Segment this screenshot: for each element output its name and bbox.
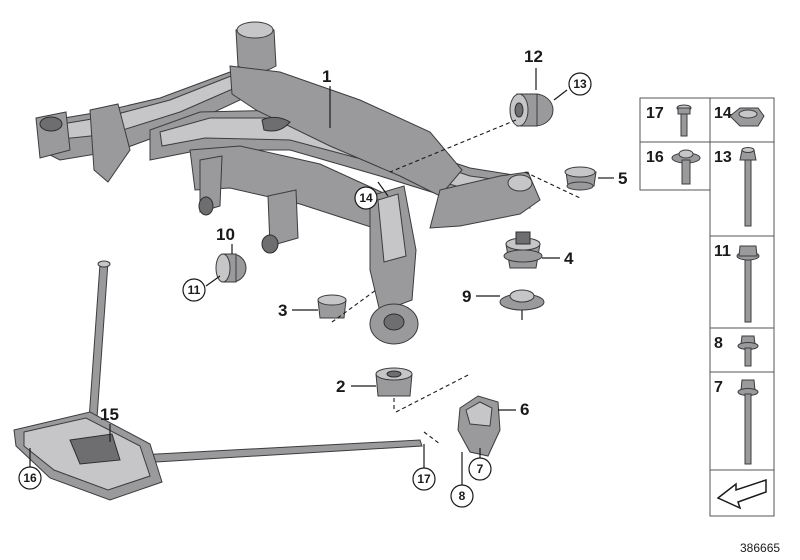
bolt-13-icon (739, 147, 757, 227)
part-9-washer (499, 289, 545, 320)
bolt-7-icon (737, 379, 759, 465)
callout-12: 12 (524, 47, 543, 66)
callout-10: 10 (216, 225, 235, 244)
part-3-bushing (317, 294, 347, 319)
callout-3: 3 (278, 301, 287, 320)
part-15-stay (13, 260, 423, 501)
part-4-mount (503, 231, 543, 269)
bolt-17-icon (676, 104, 692, 137)
callout-14-circled: 14 (359, 191, 373, 205)
part-10-bushing (215, 253, 247, 283)
callout-8-circled: 8 (459, 489, 466, 503)
part-6-bracket (457, 395, 501, 457)
legend-7: 7 (714, 379, 723, 396)
callout-7-circled: 7 (477, 462, 484, 476)
callout-9: 9 (462, 287, 471, 306)
legend-13: 13 (714, 149, 732, 166)
bolt-8-icon (737, 335, 759, 367)
front-bushing (369, 303, 419, 345)
callout-11-circled: 11 (188, 283, 201, 297)
legend-17: 17 (646, 105, 664, 122)
part-12-bushing (509, 93, 554, 127)
callout-16-circled: 16 (23, 471, 37, 485)
legend-8: 8 (714, 335, 723, 352)
direction-arrow-icon (716, 478, 767, 510)
nut-14-icon (729, 107, 765, 127)
callout-13-circled: 13 (573, 77, 587, 91)
callout-15: 15 (100, 405, 119, 424)
subframe (35, 21, 541, 313)
callout-6: 6 (520, 400, 529, 419)
leader-lines (29, 68, 614, 486)
callout-4: 4 (564, 249, 574, 268)
bolt-16-icon (671, 149, 701, 185)
bolt-11-icon (736, 245, 760, 323)
part-2-bushing (375, 367, 413, 397)
part-5-mount (564, 166, 597, 191)
legend-16: 16 (646, 149, 664, 166)
callout-1: 1 (322, 67, 331, 86)
legend-11: 11 (714, 243, 731, 260)
callout-2: 2 (336, 377, 345, 396)
legend-14: 14 (714, 105, 732, 122)
document-number: 386665 (740, 541, 780, 555)
callouts: 1 2 3 4 5 6 9 10 12 15 13 14 11 16 17 7 … (18, 47, 627, 508)
callout-17-circled: 17 (417, 472, 431, 486)
parts-legend: 17 14 16 13 11 8 7 (639, 97, 775, 517)
callout-5: 5 (618, 169, 627, 188)
